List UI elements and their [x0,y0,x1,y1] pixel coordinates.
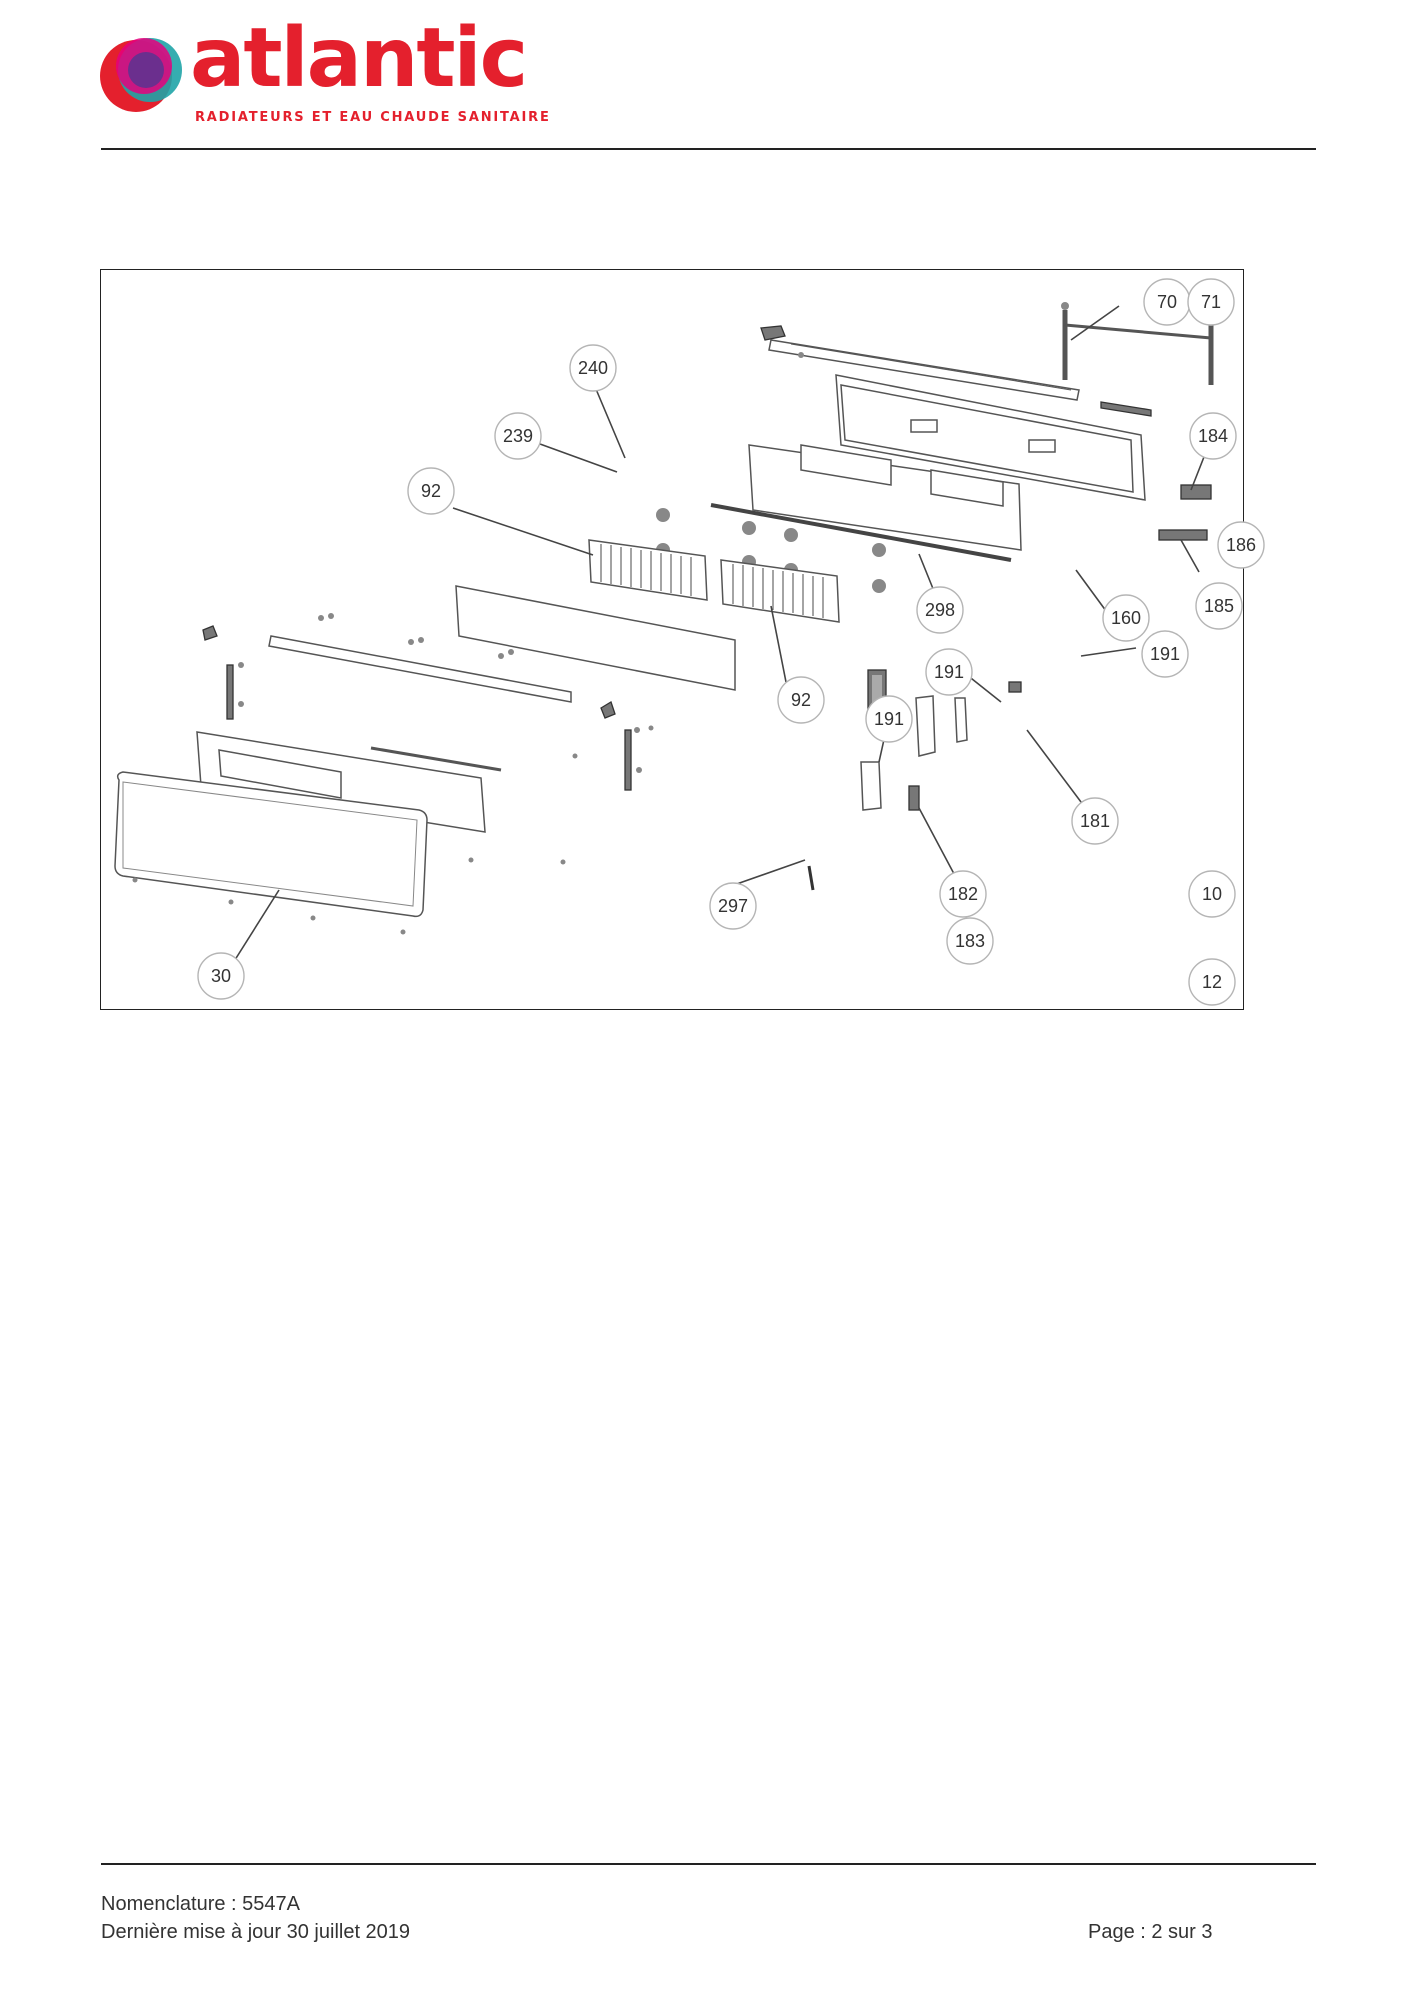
callout-label: 240 [578,358,608,378]
callout-label: 185 [1204,596,1234,616]
callout: 160 [1102,594,1150,642]
callout-label: 183 [955,931,985,951]
callout-label: 181 [1080,811,1110,831]
callout: 239 [494,412,542,460]
callout-label: 184 [1198,426,1228,446]
middle-plate-part [455,585,736,691]
callout: 71 [1187,278,1235,326]
callout: 240 [569,344,617,392]
callout-label: 182 [948,884,978,904]
leader-lines [220,305,1214,983]
callout-label: 70 [1157,292,1177,312]
page-header: atlantic RADIATEURS ET EAU CHAUDE SANITA… [0,0,1410,160]
heating-element-left-part [588,539,708,601]
callout-label: 186 [1226,535,1256,555]
footer-info: Nomenclature : 5547A Dernière mise à jou… [101,1890,410,1946]
callout-label: 92 [421,481,441,501]
header-rule [101,148,1316,150]
back-chassis-part [835,374,1152,501]
callout-label: 30 [211,966,231,986]
long-rail-part [268,613,572,703]
brand-tagline: RADIATEURS ET EAU CHAUDE SANITAIRE [195,110,551,125]
front-panel-part [114,771,428,918]
callout: 12 [1188,958,1236,1006]
last-update-text: Dernière mise à jour 30 juillet 2019 [101,1921,411,1943]
callout-label: 191 [934,662,964,682]
callout: 186 [1217,521,1265,569]
exploded-parts-diagram: 70 71 240 239 184 92 186 185 298 160 191… [100,269,1265,1010]
callout: 191 [1141,630,1189,678]
page-number: Page : 2 sur 3 [1088,1921,1213,1943]
side-bracket-left-part [202,625,244,720]
control-module-parts [807,484,1212,891]
callout-label: 297 [718,896,748,916]
callout-label: 71 [1201,292,1221,312]
callout: 184 [1189,412,1237,460]
footer-rule [101,1863,1316,1865]
callout: 182 [939,870,987,918]
callout: 191 [925,648,973,696]
callout: 297 [709,882,757,930]
callout-label: 239 [503,426,533,446]
callout: 10 [1188,870,1236,918]
callout-label: 298 [925,600,955,620]
callout: 70 [1143,278,1191,326]
callout: 181 [1071,797,1119,845]
heating-element-right-part [720,559,840,623]
callout-label: 12 [1202,972,1222,992]
callout: 30 [197,952,245,1000]
callout-label: 160 [1111,608,1141,628]
callout: 191 [865,695,913,743]
callout-label: 92 [791,690,811,710]
top-rail-part [760,325,1080,401]
side-bracket-right-part [600,701,642,791]
callout: 92 [407,467,455,515]
front-frame-part [196,731,502,833]
diagram-drawing: 70 71 240 239 184 92 186 185 298 160 191… [114,278,1265,1006]
callout: 183 [946,917,994,965]
callout: 298 [916,586,964,634]
callout-label: 191 [1150,644,1180,664]
callout: 185 [1195,582,1243,630]
middle-chassis-part [710,444,1022,562]
nomenclature-text: Nomenclature : 5547A [101,1893,301,1915]
atlantic-logo-icon [100,38,182,112]
callout-label: 10 [1202,884,1222,904]
callout: 92 [777,676,825,724]
brand-wordmark: atlantic [190,11,528,106]
callout-label: 191 [874,709,904,729]
loose-screws [132,725,654,935]
